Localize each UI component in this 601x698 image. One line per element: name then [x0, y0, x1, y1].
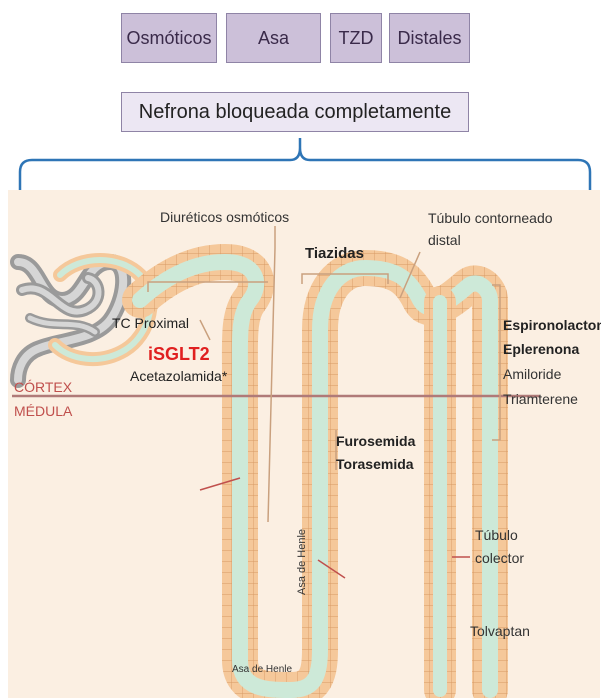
furosemide-label: Furosemida	[336, 433, 416, 449]
medulla-label: MÉDULA	[14, 403, 73, 419]
distal-tubule-label-2: distal	[428, 232, 461, 248]
loop-label-vertical: Asa de Henle	[296, 529, 308, 595]
acetazolamide-label: Acetazolamida*	[130, 368, 228, 384]
distal-drug-eplerenone: Eplerenona	[503, 341, 579, 357]
collector-label: Túbulo	[475, 527, 518, 543]
thiazides-label: Tiazidas	[305, 245, 364, 262]
loop-label-bottom: Asa de Henle	[232, 664, 292, 675]
sglt2-label: iSGLT2	[148, 344, 210, 364]
distal-drug-amiloride: Amiloride	[503, 366, 562, 382]
cortex-label: CÓRTEX	[14, 379, 73, 395]
distal-drug-spironolactone: Espironolactona	[503, 317, 601, 333]
distal-tubule-label: Túbulo contorneado	[428, 210, 553, 226]
distal-drug-triamterene: Triamterene	[503, 391, 578, 407]
collector-label-2: colector	[475, 550, 524, 566]
tolvaptan-label: Tolvaptan	[470, 623, 530, 639]
osmotic-label: Diuréticos osmóticos	[160, 209, 289, 225]
top-bracket	[20, 138, 590, 190]
proximal-tubule-label: TC Proximal	[112, 315, 189, 331]
torasemide-label: Torasemida	[336, 456, 414, 472]
